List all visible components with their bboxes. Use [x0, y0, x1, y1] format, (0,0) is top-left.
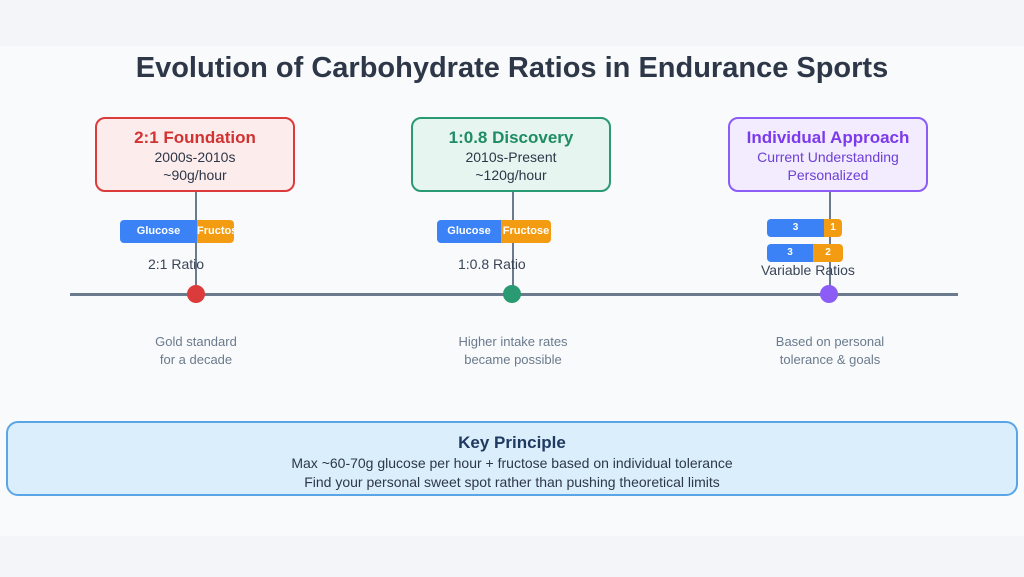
description-line: tolerance & goals	[779, 352, 881, 367]
glucose-bar-stage-1: Glucose	[120, 220, 197, 243]
principle-line-2: Find your personal sweet spot rather tha…	[304, 474, 720, 490]
timeline-dot-stage-2	[503, 285, 521, 303]
glucose-bar-variant-1: 3	[767, 219, 824, 237]
stage-heading: 1:0.8 Discovery	[448, 128, 574, 147]
connector-stage-2	[512, 192, 514, 294]
description-line: for a decade	[159, 352, 233, 367]
key-principle-box: Key Principle Max ~60-70g glucose per ho…	[6, 421, 1018, 496]
stage-period: 2010s-Present	[465, 149, 557, 165]
fructose-bar-stage-1: Fructos	[197, 220, 234, 243]
description-line: Gold standard	[155, 334, 237, 349]
stage-heading: Individual Approach	[746, 128, 910, 147]
description-line: became possible	[464, 352, 562, 367]
fructose-bar-stage-2: Fructose	[501, 220, 551, 243]
stage-description-3: Based on personal tolerance & goals	[730, 333, 930, 369]
stage-card-individual-approach: Individual Approach Current Understandin…	[728, 117, 928, 192]
stage-rate: ~90g/hour	[163, 167, 227, 183]
description-line: Based on personal	[775, 334, 885, 349]
connector-stage-1	[195, 192, 197, 294]
stage-card-2-1-foundation: 2:1 Foundation 2000s-2010s ~90g/hour	[95, 117, 295, 192]
stage-description-1: Gold standard for a decade	[96, 333, 296, 369]
description-line: Higher intake rates	[458, 334, 568, 349]
stage-description-2: Higher intake rates became possible	[413, 333, 613, 369]
ratio-label-stage-2: 1:0.8 Ratio	[458, 256, 526, 272]
glucose-bar-variant-2: 3	[767, 244, 813, 262]
timeline-dot-stage-3	[820, 285, 838, 303]
fructose-bar-variant-2: 2	[813, 244, 843, 262]
principle-title: Key Principle	[458, 433, 566, 452]
stage-heading: 2:1 Foundation	[134, 128, 256, 147]
principle-line-1: Max ~60-70g glucose per hour + fructose …	[291, 455, 733, 471]
stage-period: Current Understanding	[757, 149, 899, 165]
ratio-label-stage-1: 2:1 Ratio	[148, 256, 205, 272]
fructose-bar-variant-1: 1	[824, 219, 842, 237]
stage-rate: Personalized	[787, 167, 869, 183]
connector-stage-3	[829, 192, 831, 294]
glucose-bar-stage-2: Glucose	[437, 220, 501, 243]
stage-card-1-0-8-discovery: 1:0.8 Discovery 2010s-Present ~120g/hour	[411, 117, 611, 192]
timeline-dot-stage-1	[187, 285, 205, 303]
stage-rate: ~120g/hour	[475, 167, 547, 183]
diagram-title: Evolution of Carbohydrate Ratios in Endu…	[135, 52, 889, 84]
stage-period: 2000s-2010s	[154, 149, 236, 165]
ratio-label-stage-3: Variable Ratios	[761, 262, 855, 278]
